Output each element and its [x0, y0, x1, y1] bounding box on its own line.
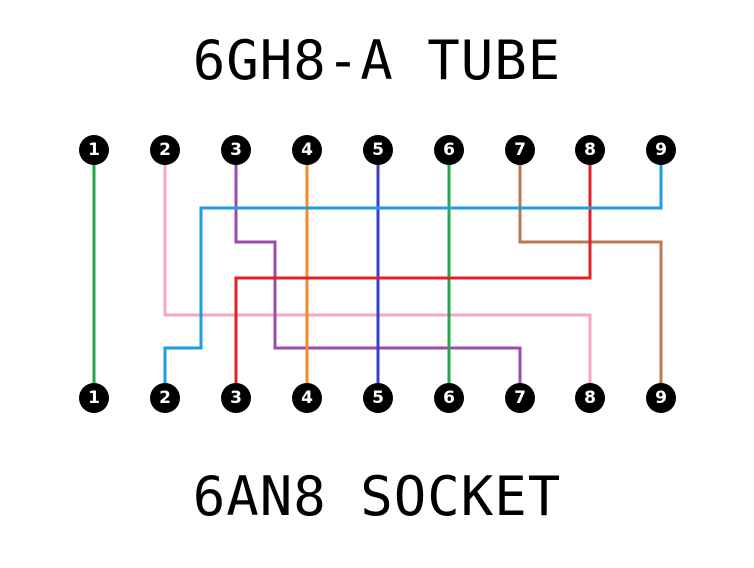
- top-pin-1-label: 1: [88, 140, 100, 160]
- bottom-pin-2-label: 2: [159, 388, 171, 408]
- top-pin-4: 4: [292, 135, 322, 165]
- top-pin-9: 9: [646, 135, 676, 165]
- top-pin-4-label: 4: [301, 140, 313, 160]
- bottom-pin-3-label: 3: [230, 388, 242, 408]
- wires: [92, 150, 663, 398]
- socket-title: 6AN8 SOCKET: [192, 465, 562, 528]
- bottom-pins: 1 2 3 4 5 6 7 8 9: [79, 383, 676, 413]
- bottom-pin-4-label: 4: [301, 388, 313, 408]
- top-pins: 1 2 3 4 5 6 7 8 9: [79, 135, 676, 165]
- top-pin-9-label: 9: [655, 140, 667, 160]
- bottom-pin-9-label: 9: [655, 388, 667, 408]
- top-pin-3-label: 3: [230, 140, 242, 160]
- top-pin-2-label: 2: [159, 140, 171, 160]
- bottom-pin-8: 8: [575, 383, 605, 413]
- bottom-pin-5: 5: [363, 383, 393, 413]
- top-pin-2: 2: [150, 135, 180, 165]
- bottom-pin-7-label: 7: [514, 388, 526, 408]
- wire-8-to-3: [234, 150, 592, 398]
- top-pin-8: 8: [575, 135, 605, 165]
- bottom-pin-5-label: 5: [372, 388, 384, 408]
- tube-title: 6GH8-A TUBE: [192, 29, 562, 92]
- bottom-pin-9: 9: [646, 383, 676, 413]
- bottom-pin-4: 4: [292, 383, 322, 413]
- bottom-pin-1: 1: [79, 383, 109, 413]
- top-pin-7-label: 7: [514, 140, 526, 160]
- bottom-pin-1-label: 1: [88, 388, 100, 408]
- bottom-pin-7: 7: [505, 383, 535, 413]
- top-pin-3: 3: [221, 135, 251, 165]
- bottom-pin-6: 6: [434, 383, 464, 413]
- wire-9-to-2: [163, 150, 663, 398]
- bottom-pin-3: 3: [221, 383, 251, 413]
- top-pin-5: 5: [363, 135, 393, 165]
- top-pin-8-label: 8: [584, 140, 596, 160]
- top-pin-6-label: 6: [443, 140, 455, 160]
- bottom-pin-2: 2: [150, 383, 180, 413]
- top-pin-6: 6: [434, 135, 464, 165]
- bottom-pin-8-label: 8: [584, 388, 596, 408]
- bottom-pin-6-label: 6: [443, 388, 455, 408]
- wire-3-to-7: [234, 150, 522, 398]
- top-pin-7: 7: [505, 135, 535, 165]
- top-pin-1: 1: [79, 135, 109, 165]
- top-pin-5-label: 5: [372, 140, 384, 160]
